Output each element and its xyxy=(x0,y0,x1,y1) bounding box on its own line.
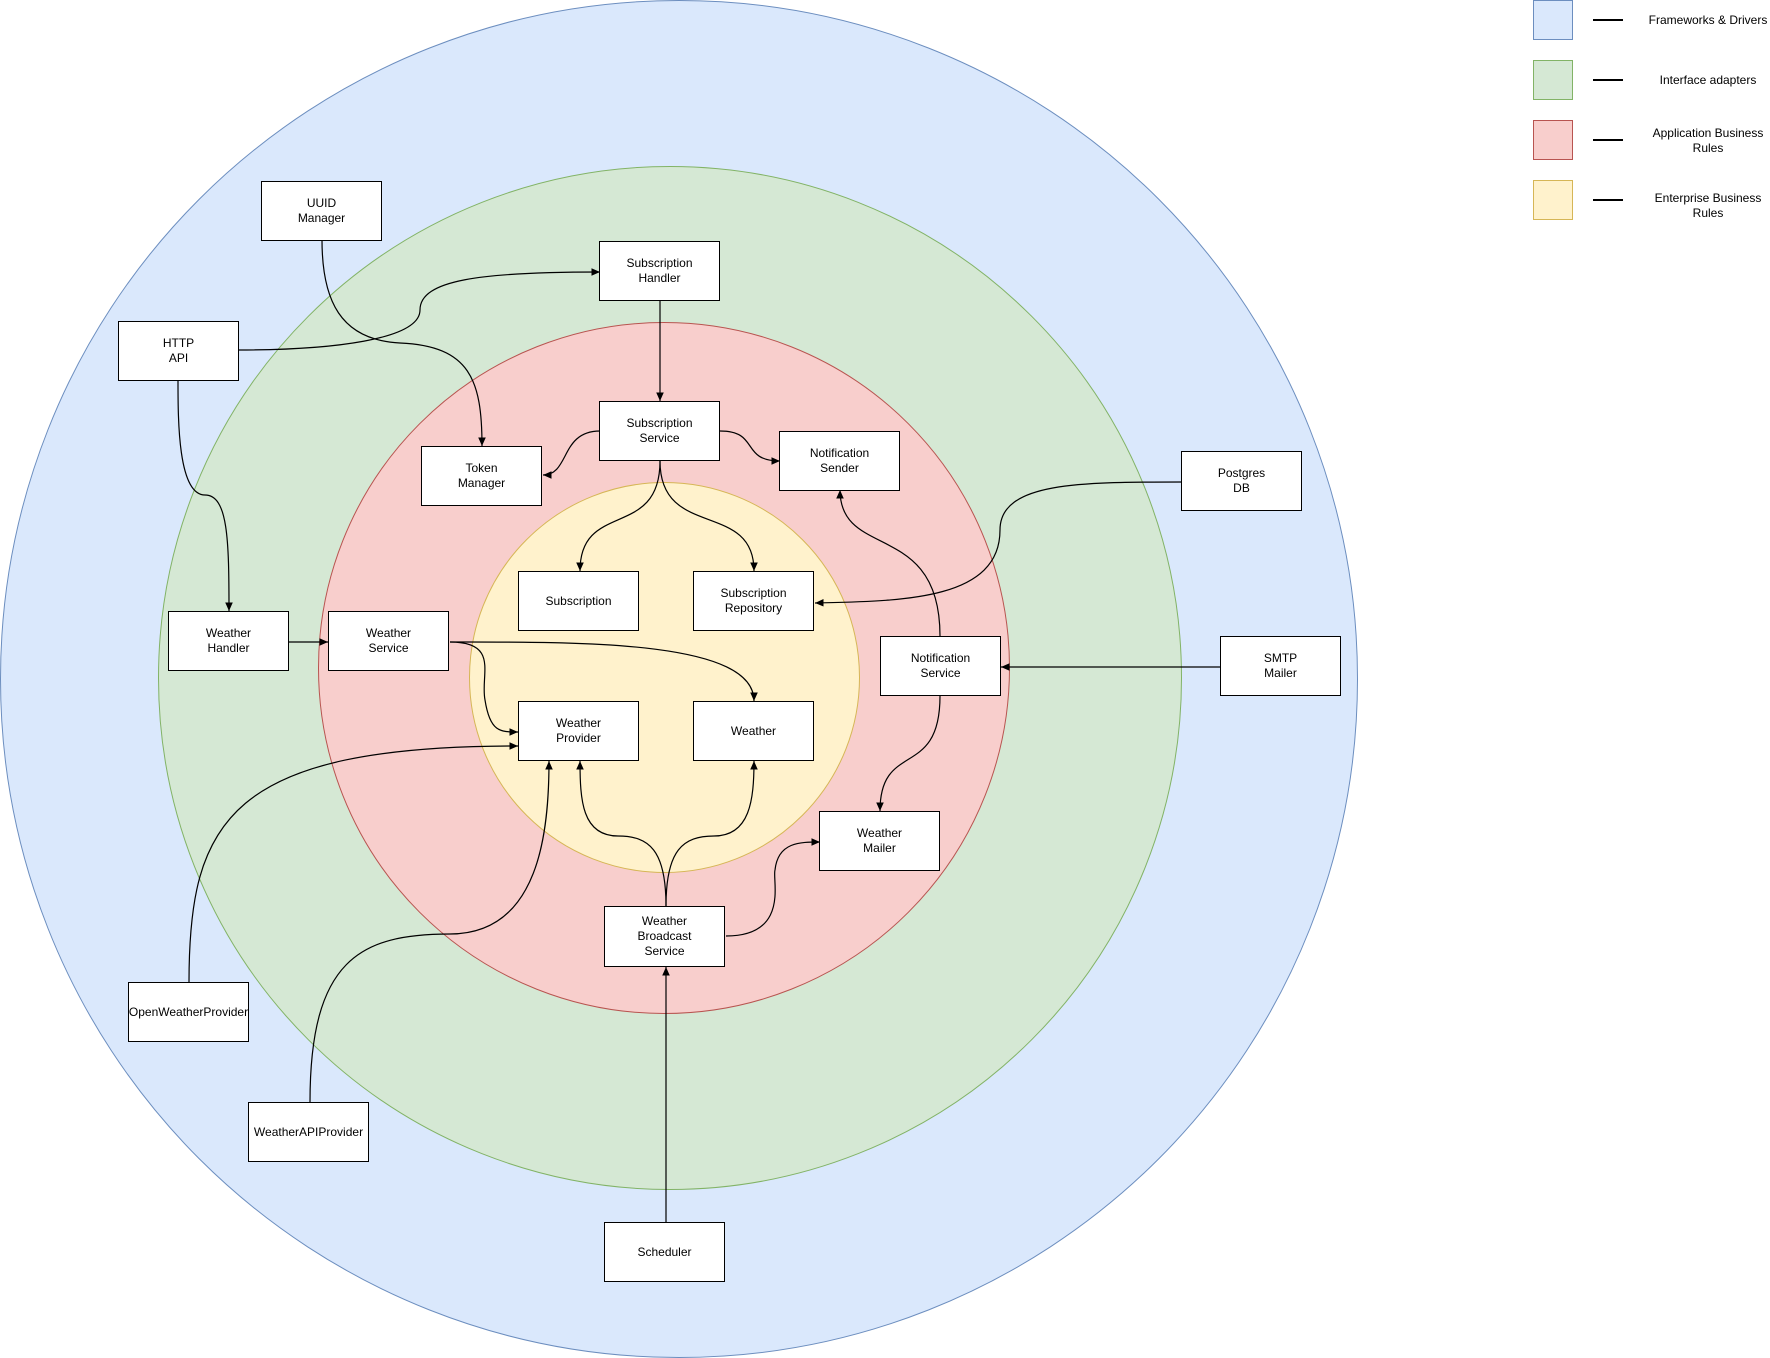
weather-broadcast-service-node[interactable]: Weather Broadcast Service xyxy=(604,906,725,967)
edge-weather-service-to-weather xyxy=(449,641,758,702)
legend-swatch-enterprise xyxy=(1533,180,1573,220)
notification-service-node[interactable]: Notification Service xyxy=(880,636,1001,696)
legend-label-application: Application Business Rules xyxy=(1652,126,1764,155)
legend-line-enterprise xyxy=(1593,199,1623,201)
scheduler-node[interactable]: Scheduler xyxy=(604,1222,725,1282)
subscription-handler-node[interactable]: Subscription Handler xyxy=(599,241,720,301)
uuid-manager-node[interactable]: UUID Manager xyxy=(261,181,382,241)
http-api-node[interactable]: HTTP API xyxy=(118,321,239,381)
legend-label-frameworks: Frameworks & Drivers xyxy=(1648,13,1768,27)
edge-weather-broadcast-to-weather xyxy=(665,760,758,907)
subscription-repository-node[interactable]: Subscription Repository xyxy=(693,571,814,631)
edge-subscription-service-to-token-manager xyxy=(542,430,601,479)
weather-api-provider-node[interactable]: WeatherAPIProvider xyxy=(248,1102,369,1162)
edge-notification-service-to-weather-mailer xyxy=(876,695,941,812)
edge-weather-broadcast-to-weather-mailer xyxy=(725,838,821,937)
weather-node[interactable]: Weather xyxy=(693,701,814,761)
legend-line-adapters xyxy=(1593,79,1623,81)
postgres-db-node[interactable]: Postgres DB xyxy=(1181,451,1302,511)
edge-weather-service-to-weather-provider xyxy=(449,641,519,736)
legend-swatch-adapters xyxy=(1533,60,1573,100)
edge-weather-api-provider-to-weather-provider xyxy=(309,760,553,1103)
subscription-node[interactable]: Subscription xyxy=(518,571,639,631)
ring-enterprise-business-rules xyxy=(469,482,860,873)
legend-swatch-frameworks xyxy=(1533,0,1573,40)
smtp-mailer-node[interactable]: SMTP Mailer xyxy=(1220,636,1341,696)
legend-line-frameworks xyxy=(1593,19,1623,21)
legend-label-enterprise: Enterprise Business Rules xyxy=(1654,191,1762,220)
notification-sender-node[interactable]: Notification Sender xyxy=(779,431,900,491)
token-manager-node[interactable]: Token Manager xyxy=(421,446,542,506)
edge-http-api-to-weather-handler xyxy=(177,380,233,612)
edge-subscription-service-to-subscription xyxy=(576,460,661,572)
edge-notification-service-to-notification-sender xyxy=(836,489,941,637)
edge-weather-broadcast-to-weather-provider xyxy=(576,760,667,907)
edge-postgres-db-to-subscription-repository xyxy=(814,481,1183,607)
weather-provider-node[interactable]: Weather Provider xyxy=(518,701,639,761)
edge-http-api-to-subscription-handler xyxy=(237,268,601,351)
edge-subscription-service-to-subscription-repository xyxy=(659,460,758,572)
subscription-service-node[interactable]: Subscription Service xyxy=(599,401,720,461)
open-weather-provider-node[interactable]: OpenWeatherProvider xyxy=(128,982,249,1042)
legend-line-application xyxy=(1593,139,1623,141)
edge-open-weather-provider-to-weather-provider xyxy=(188,742,519,983)
weather-handler-node[interactable]: Weather Handler xyxy=(168,611,289,671)
edge-subscription-service-to-notification-sender xyxy=(719,430,781,465)
edge-uuid-manager-to-token-manager xyxy=(321,239,486,447)
legend-label-adapters: Interface adapters xyxy=(1659,73,1757,87)
weather-service-node[interactable]: Weather Service xyxy=(328,611,449,671)
weather-mailer-node[interactable]: Weather Mailer xyxy=(819,811,940,871)
legend-swatch-application xyxy=(1533,120,1573,160)
